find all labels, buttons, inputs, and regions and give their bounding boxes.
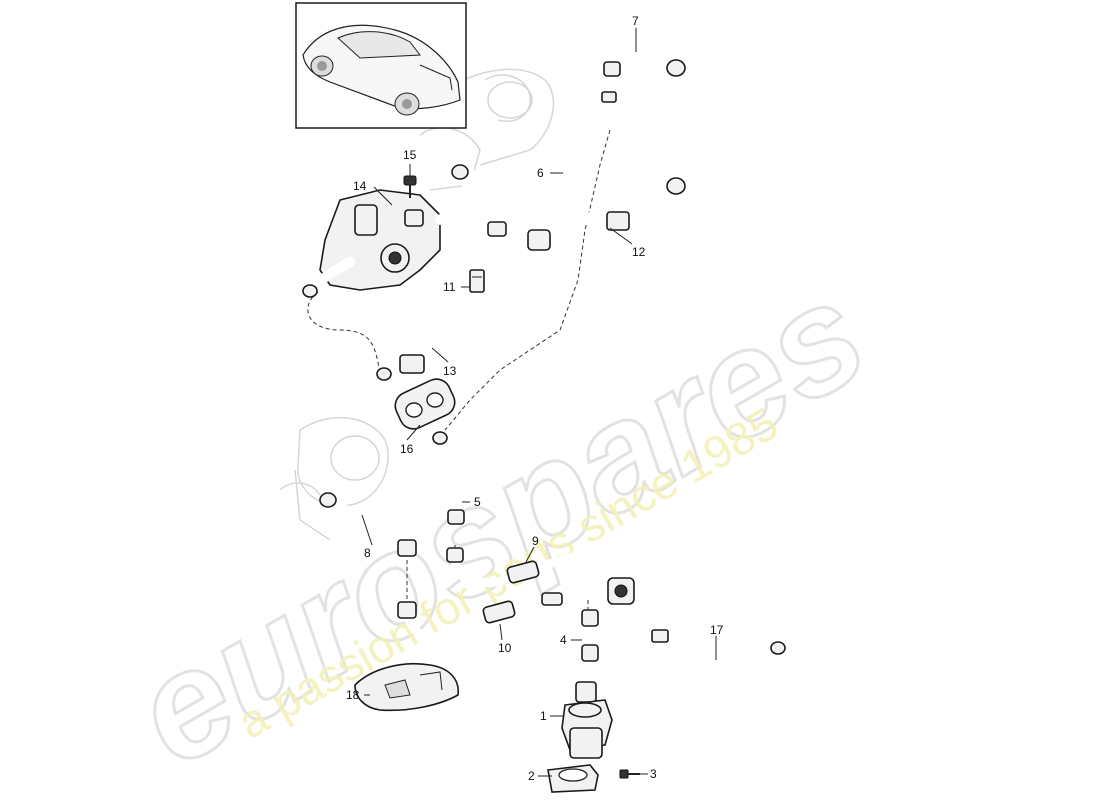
part-7-hose bbox=[603, 35, 686, 77]
part-10-hose bbox=[397, 591, 580, 642]
callout-7: 7 bbox=[632, 14, 639, 28]
callout-8: 8 bbox=[364, 546, 371, 560]
callout-6: 6 bbox=[537, 166, 544, 180]
part-16-grommet bbox=[394, 378, 456, 430]
part-11-clip bbox=[469, 269, 485, 293]
callout-1: 1 bbox=[540, 709, 547, 723]
callout-13: 13 bbox=[443, 364, 457, 378]
callout-9: 9 bbox=[532, 534, 539, 548]
callout-14: 14 bbox=[353, 179, 367, 193]
part-14-valve-assembly bbox=[302, 162, 507, 298]
part-12-hose bbox=[550, 176, 686, 231]
watermark: eurospares a passion for parts since 198… bbox=[106, 246, 893, 799]
part-1-water-pump bbox=[561, 681, 613, 759]
part-2-bracket bbox=[547, 764, 599, 793]
callout-numbers: 7 6 15 14 12 11 13 16 5 8 9 10 4 17 18 1… bbox=[346, 14, 724, 783]
callout-5: 5 bbox=[474, 495, 481, 509]
part-9-hose bbox=[446, 547, 590, 595]
callout-3: 3 bbox=[650, 767, 657, 781]
background-engine-outline bbox=[279, 68, 555, 541]
watermark-brand: eurospares bbox=[107, 248, 891, 798]
callout-16: 16 bbox=[400, 442, 414, 456]
callout-18: 18 bbox=[346, 688, 360, 702]
part-18-cover bbox=[354, 662, 459, 712]
callout-11: 11 bbox=[443, 280, 456, 294]
part-13-hose bbox=[376, 229, 551, 383]
callout-2: 2 bbox=[528, 769, 535, 783]
callout-4: 4 bbox=[560, 633, 567, 647]
vehicle-thumbnail bbox=[295, 2, 467, 129]
connection-lines bbox=[307, 129, 611, 610]
callout-leaders bbox=[361, 28, 717, 777]
part-17-hose bbox=[607, 577, 791, 671]
callout-10: 10 bbox=[498, 641, 512, 655]
callout-17: 17 bbox=[710, 623, 724, 637]
callout-12: 12 bbox=[632, 245, 646, 259]
part-3-screw bbox=[619, 769, 640, 779]
part-5-hose bbox=[432, 431, 465, 525]
callout-15: 15 bbox=[403, 148, 417, 162]
car-icon bbox=[302, 24, 461, 116]
part-8-hose bbox=[319, 475, 423, 557]
part-4-connector bbox=[581, 609, 599, 665]
